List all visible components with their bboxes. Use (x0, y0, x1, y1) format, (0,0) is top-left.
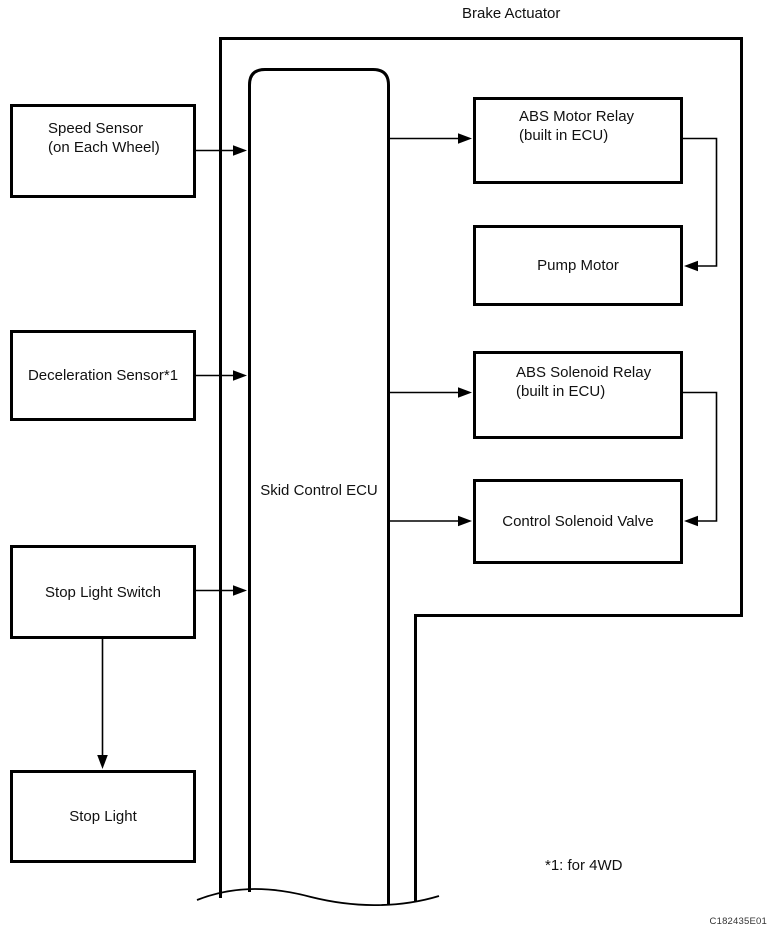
stop-light-label: Stop Light (69, 808, 137, 825)
arrow-ecu-to-abs-solenoid-relay (390, 387, 472, 398)
footnote-4wd: *1: for 4WD (545, 857, 623, 874)
deceleration-sensor-label: Deceleration Sensor*1 (27, 367, 179, 384)
figure-code: C182435E01 (709, 916, 767, 927)
arrow-stop-light-switch-to-ecu (196, 585, 247, 596)
arrow-ecu-to-control-solenoid-valve (390, 515, 472, 527)
arrow-abs-solenoid-relay-to-control-solenoid-valve (683, 391, 718, 527)
abs-motor-relay-label: ABS Motor Relay (built in ECU) (519, 108, 635, 144)
stop-light-switch-label: Stop Light Switch (45, 583, 161, 601)
arrow-speed-sensor-to-ecu (196, 145, 247, 156)
box-deceleration-sensor: Deceleration Sensor*1 (10, 330, 196, 421)
box-stop-light: Stop Light (10, 770, 196, 863)
arrow-abs-motor-relay-to-pump-motor (683, 137, 718, 272)
control-solenoid-valve-label: Control Solenoid Valve (502, 513, 654, 530)
arrow-stop-light-switch-to-stop-light (97, 639, 108, 769)
brake-actuator-boundary (219, 37, 743, 902)
speed-sensor-label: Speed Sensor (on Each Wheel) (48, 120, 160, 156)
box-pump-motor: Pump Motor (473, 225, 683, 306)
pump-motor-label: Pump Motor (537, 257, 619, 274)
box-control-solenoid-valve: Control Solenoid Valve (473, 479, 683, 564)
skid-control-ecu-label: Skid Control ECU (260, 482, 378, 499)
arrow-deceleration-sensor-to-ecu (196, 370, 247, 381)
arrow-ecu-to-abs-motor-relay (390, 133, 472, 144)
box-abs-motor-relay: ABS Motor Relay (built in ECU) (473, 97, 683, 184)
box-stop-light-switch: Stop Light Switch (10, 545, 196, 639)
diagram-title: Brake Actuator (462, 5, 561, 22)
abs-solenoid-relay-label: ABS Solenoid Relay (built in ECU) (516, 364, 652, 400)
box-abs-solenoid-relay: ABS Solenoid Relay (built in ECU) (473, 351, 683, 439)
break-line (196, 888, 440, 907)
box-speed-sensor: Speed Sensor (on Each Wheel) (10, 104, 196, 198)
skid-control-ecu-outline (248, 68, 390, 904)
